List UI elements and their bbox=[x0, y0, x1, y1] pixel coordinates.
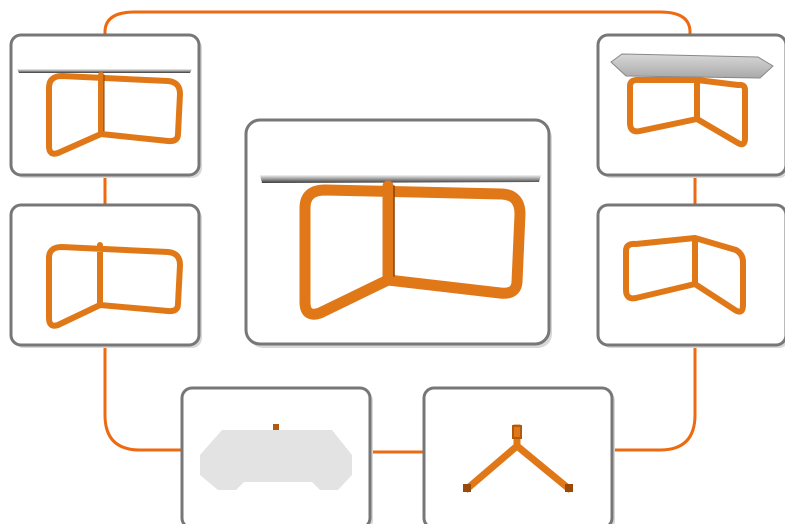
connector-top-arc bbox=[105, 12, 690, 35]
panel-table-side-view bbox=[11, 35, 202, 178]
panel-top-plan-view bbox=[182, 388, 373, 524]
panel-table-perspective-view bbox=[598, 35, 785, 178]
panel-base-plan-view bbox=[424, 388, 615, 524]
tabletop-plan-view-icon bbox=[200, 424, 352, 490]
panel-frame-side-view bbox=[11, 205, 202, 348]
connector-left-lower bbox=[105, 345, 182, 450]
panel-table-center-view bbox=[246, 120, 552, 348]
panel-frame-perspective-view bbox=[598, 205, 785, 348]
connector-right-lower bbox=[612, 345, 695, 450]
